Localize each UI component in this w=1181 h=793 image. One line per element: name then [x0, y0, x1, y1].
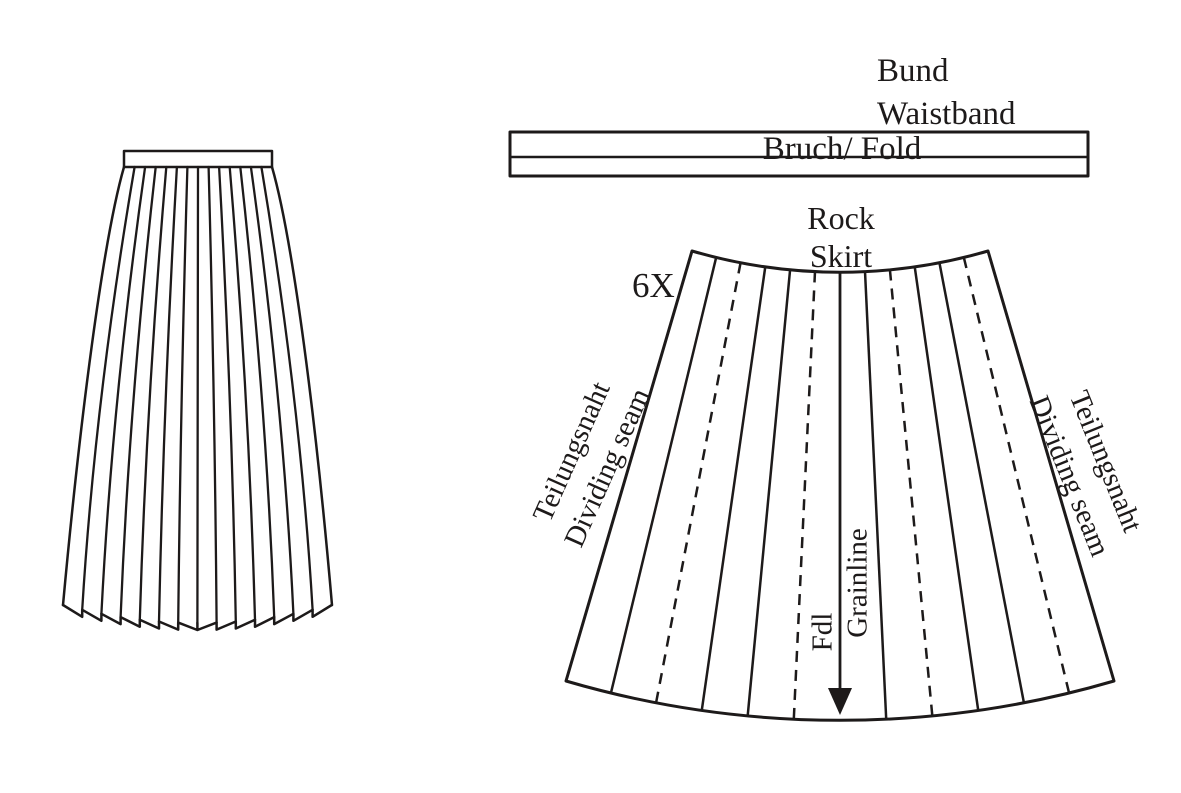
grainline-arrow	[828, 272, 852, 715]
skirt-label-de: Rock	[807, 200, 875, 236]
fold-lines-dashed	[654, 257, 1071, 720]
waistband-piece-outline	[508, 130, 1090, 178]
cut-count-label: 6X	[632, 266, 675, 305]
pattern-pieces	[508, 130, 1116, 722]
skirt-left-edge	[61, 165, 126, 607]
skirt-piece-outline	[564, 249, 1116, 722]
panel-seam-lines-solid	[609, 257, 1026, 720]
waistband-label-de: Bund	[877, 53, 949, 89]
pleated-hem	[61, 603, 334, 632]
skirt-label-en: Skirt	[809, 238, 873, 274]
skirt-piece-label: Rock Skirt	[807, 199, 875, 275]
skirt-right-edge	[270, 165, 334, 607]
skirt-illustration	[61, 149, 334, 632]
grainline-label-en: Grainline	[841, 528, 874, 638]
fold-line-label: Bruch/ Fold	[762, 131, 922, 167]
waistband-label-en: Waistband	[877, 96, 1016, 132]
skirt-waistband	[122, 149, 274, 169]
waistband-piece-label: Bund Waistband	[877, 50, 1015, 136]
grainline-label-de: Fdl	[806, 612, 839, 652]
pleat-lines	[81, 165, 314, 625]
